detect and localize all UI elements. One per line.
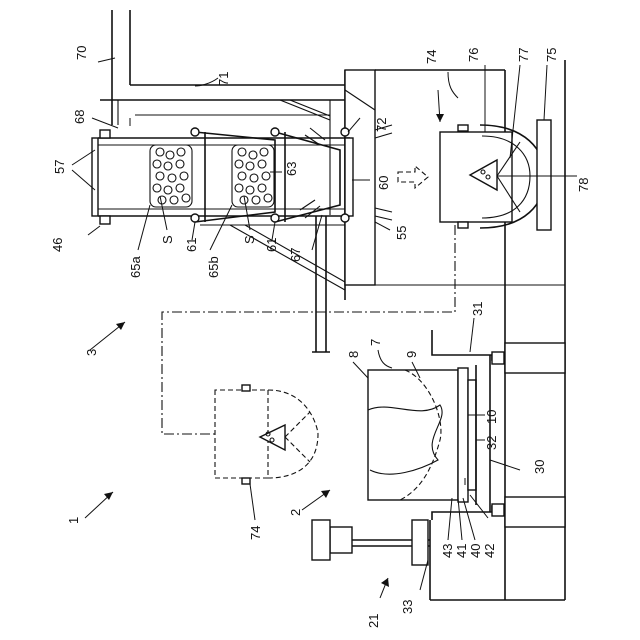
label-61b: 61 (264, 238, 279, 252)
label-65a: 65a (128, 256, 143, 278)
container-7 (368, 365, 476, 505)
device-74-left (215, 385, 318, 484)
label-7: 7 (368, 339, 383, 346)
label-31: 31 (470, 302, 485, 316)
label-9: 9 (404, 351, 419, 358)
label-46: 46 (50, 238, 65, 252)
label-3: 3 (84, 349, 99, 356)
label-43: 43 (440, 544, 455, 558)
label-76: 76 (466, 48, 481, 62)
label-72: 72 (374, 118, 389, 132)
label-2: 2 (288, 509, 303, 516)
label-74-right: 74 (424, 50, 439, 64)
label-61a: 61 (184, 238, 199, 252)
label-10: 10 (484, 410, 499, 424)
flow-arrow (398, 166, 428, 188)
label-75: 75 (544, 48, 559, 62)
device-74-right (440, 120, 555, 230)
label-57: 57 (52, 160, 67, 174)
label-S-b: S (242, 235, 257, 244)
label-42: 42 (482, 544, 497, 558)
label-8: 8 (346, 351, 361, 358)
label-33: 33 (400, 600, 415, 614)
label-68: 68 (72, 110, 87, 124)
label-1: 1 (66, 517, 81, 524)
label-55: 55 (394, 226, 409, 240)
jack-21 (312, 520, 565, 600)
label-63: 63 (284, 162, 299, 176)
label-41: 41 (454, 544, 469, 558)
label-21: 21 (366, 614, 381, 628)
label-78: 78 (576, 178, 591, 192)
label-77: 77 (516, 48, 531, 62)
pipe-67 (312, 216, 330, 352)
stones (153, 148, 272, 204)
label-30: 30 (532, 460, 547, 474)
label-67: 67 (288, 248, 303, 262)
drum-46 (92, 128, 353, 224)
label-74-left: 74 (248, 526, 263, 540)
label-S-a: S (160, 235, 175, 244)
label-32: 32 (484, 436, 499, 450)
label-60: 60 (376, 176, 391, 190)
label-40: 40 (468, 544, 483, 558)
label-71: 71 (216, 72, 231, 86)
label-70: 70 (74, 46, 89, 60)
label-65b: 65b (206, 256, 221, 278)
